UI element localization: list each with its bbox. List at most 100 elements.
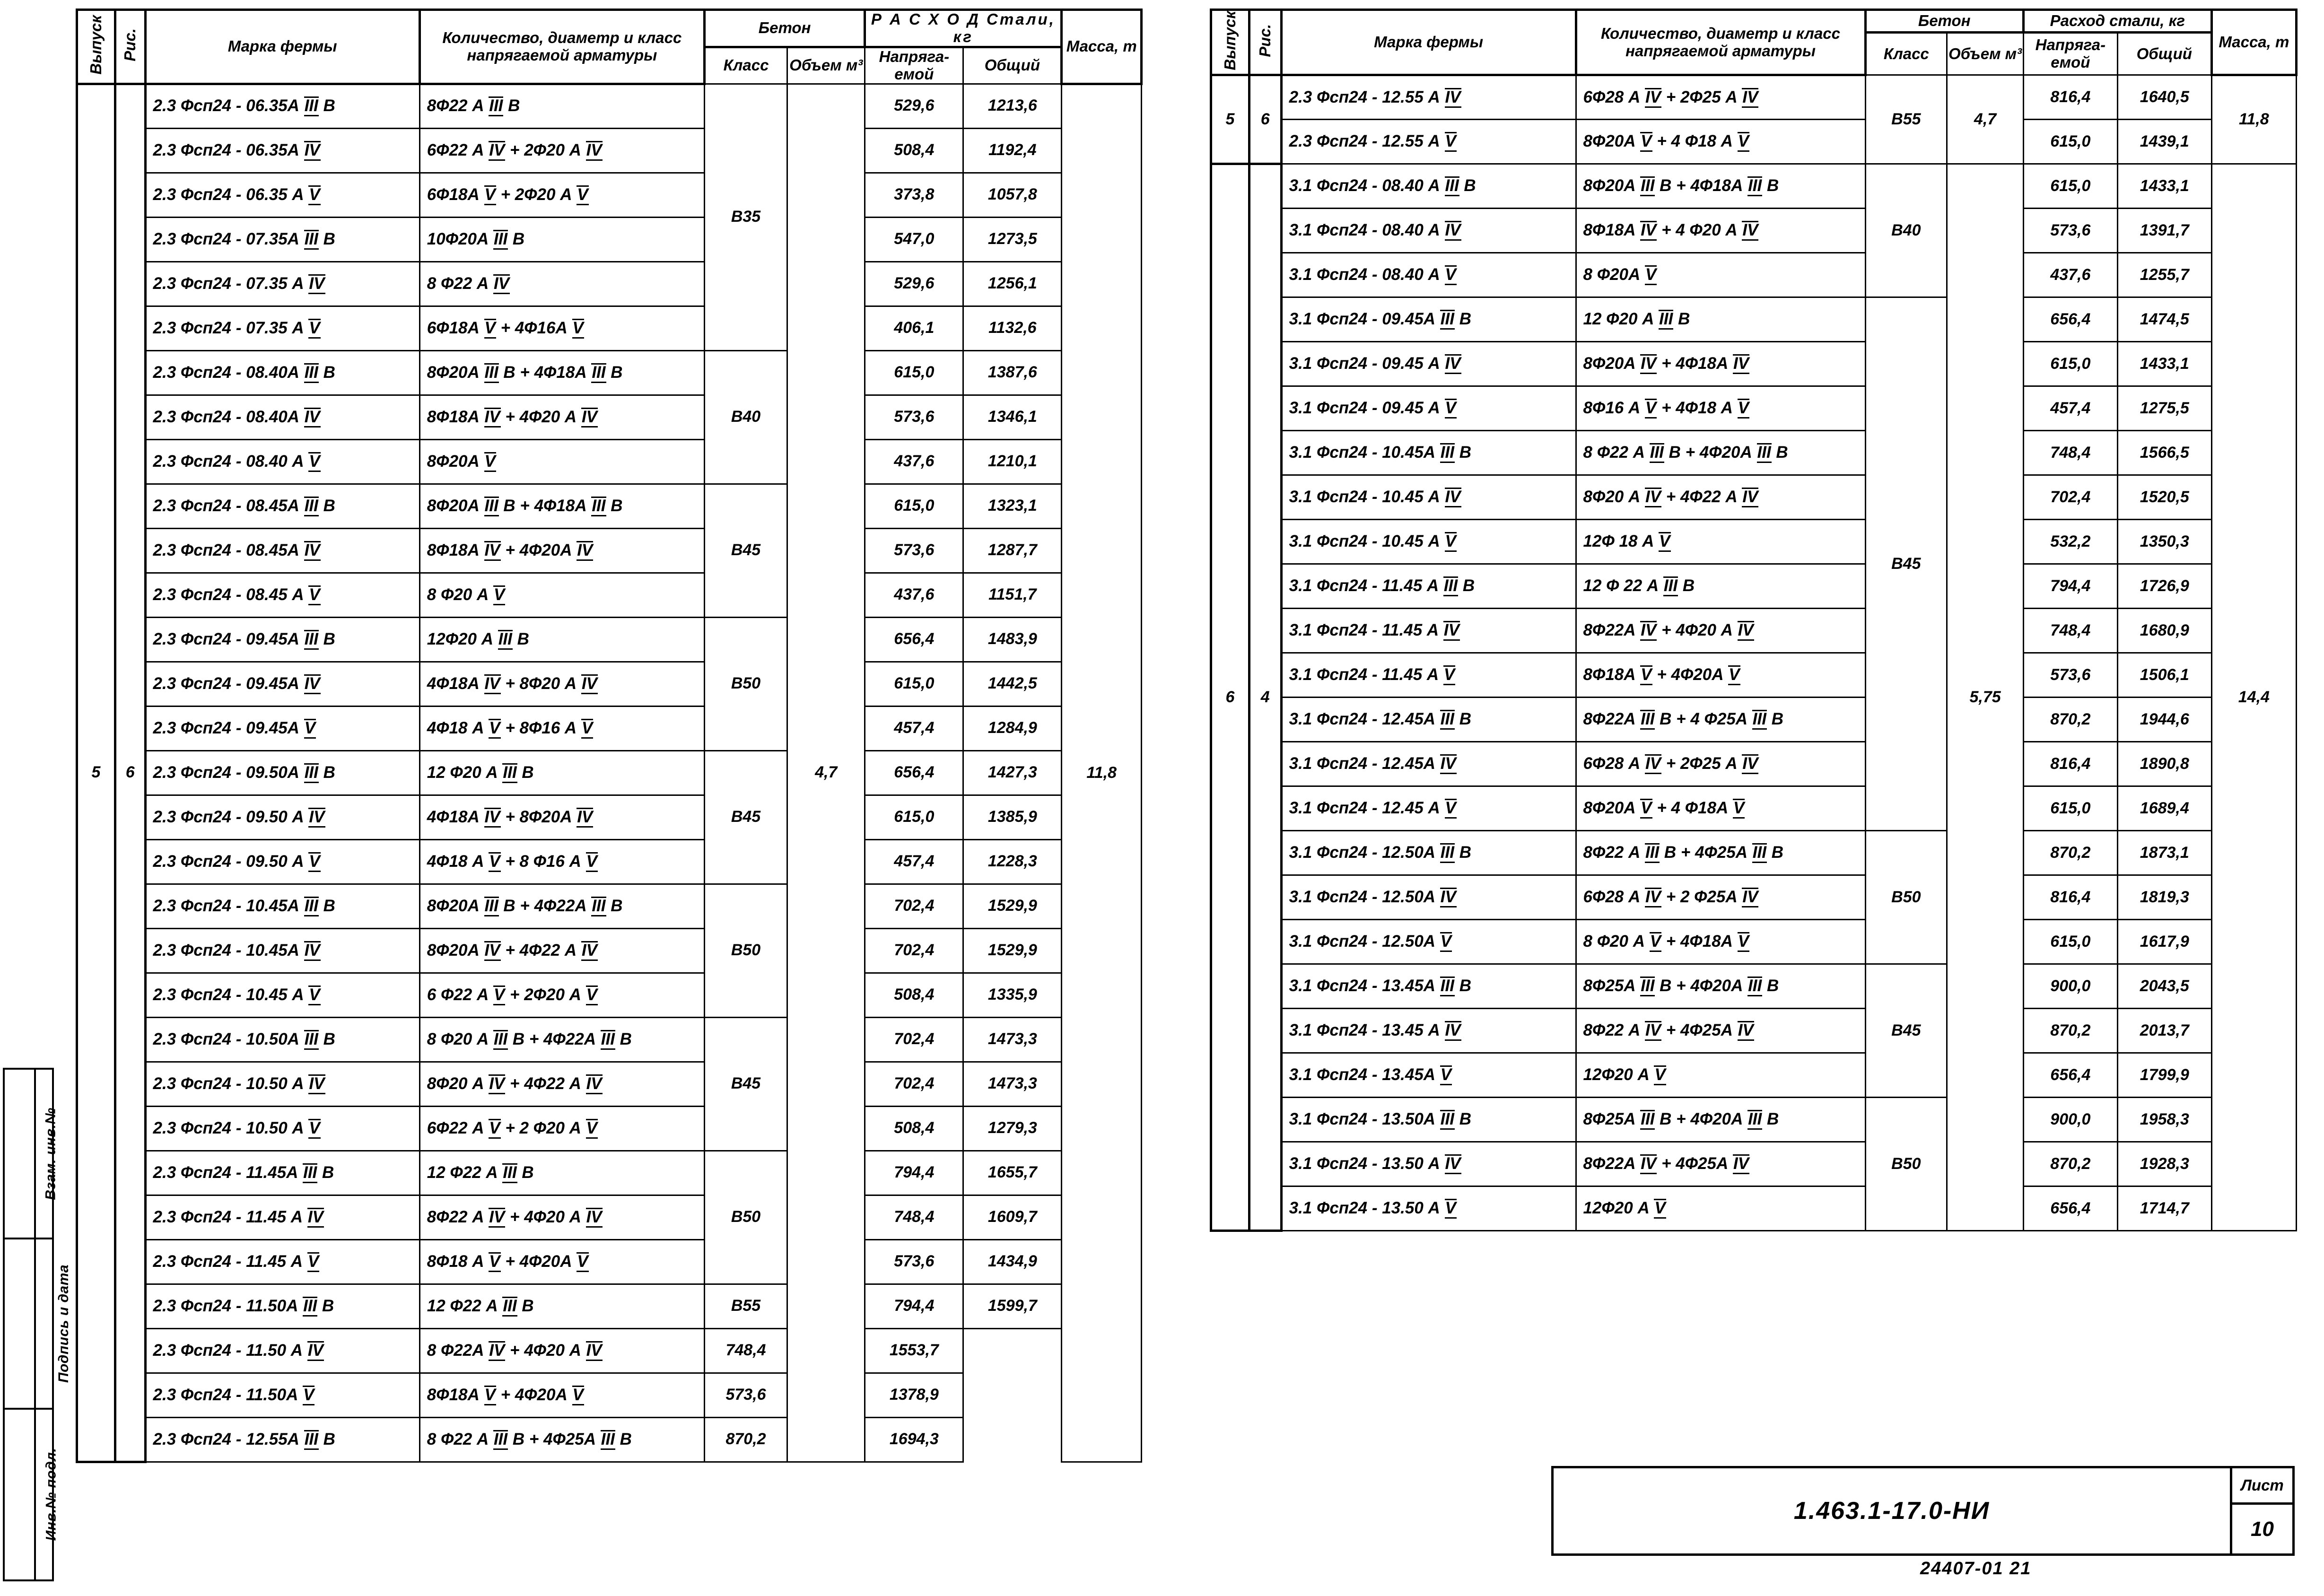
cell-napryagaemoy: 748,4 [2022,430,2118,476]
stamp-divider [34,1239,52,1408]
cell-armatura: 12 Ф22 А III В [419,1283,705,1329]
cell-napryagaemoy: 615,0 [864,483,964,529]
cell-marka-fermy: 2.3 Фсп24 - 11.45 А V [144,1238,420,1285]
cell-marka-fermy: 3.1 Фсп24 - 11.45 А V [1280,652,1577,698]
cell-armatura: 6Ф28 А IV + 2 Ф25А IV [1575,874,1866,921]
th-marka: Марка фермы [144,9,421,85]
cell-armatura: 8Ф20А III В + 4Ф18А III В [1575,163,1866,209]
th-obshiy: Общий [2116,32,2212,76]
cell-beton-klass: В50 [1864,1097,1948,1232]
cell-marka-fermy: 2.3 Фсп24 - 08.40 А V [144,438,420,485]
cell-obshiy: 1279,3 [962,1105,1063,1151]
cell-napryagaemoy: 373,8 [864,172,964,218]
cell-obshiy: 1434,9 [962,1238,1063,1285]
cell-marka-fermy: 3.1 Фсп24 - 12.45А IV [1280,741,1577,787]
cell-marka-fermy: 3.1 Фсп24 - 12.50А V [1280,919,1577,965]
cell-obshiy: 1506,1 [2116,652,2212,698]
cell-napryagaemoy: 573,6 [864,1238,964,1285]
cell-obshiy: 1609,7 [962,1194,1063,1240]
cell-napryagaemoy: 794,4 [864,1283,964,1329]
cell-armatura: 12 Ф22 А III В [419,1150,705,1196]
cell-beton-klass: В40 [703,349,788,485]
cell-obshiy: 1228,3 [962,838,1063,885]
th-marka: Марка фермы [1280,8,1577,77]
cell-armatura: 12Ф20 А III В [419,616,705,663]
cell-marka-fermy: 2.3 Фсп24 - 06.35А IV [144,127,420,174]
cell-obshiy: 2043,5 [2116,963,2212,1010]
cell-marka-fermy: 3.1 Фсп24 - 09.45 А V [1280,385,1577,432]
cell-obshiy: 1655,7 [962,1150,1063,1196]
cell-napryagaemoy: 656,4 [2022,1186,2118,1232]
cell-obshiy: 1210,1 [962,438,1063,485]
th-rashod-stali: Расход стали, кг [2022,8,2213,34]
cell-marka-fermy: 3.1 Фсп24 - 08.40 А V [1280,252,1577,298]
cell-napryagaemoy: 615,0 [2022,785,2118,832]
cell-marka-fermy: 3.1 Фсп24 - 11.45 А III В [1280,563,1577,610]
cell-napryagaemoy: 437,6 [2022,252,2118,298]
cell-obshiy: 1335,9 [962,972,1063,1018]
cell-obshiy: 1799,9 [2116,1052,2212,1099]
cell-armatura: 8 Ф22 А III В + 4Ф25А III В [419,1416,705,1463]
cell-marka-fermy: 2.3 Фсп24 - 09.50 А V [144,838,420,885]
cell-armatura: 8 Ф20 А V [419,572,705,618]
cell-obshiy: 1057,8 [962,172,1063,218]
cell-napryagaemoy: 656,4 [2022,1052,2118,1099]
cell-marka-fermy: 2.3 Фсп24 - 10.50 А IV [144,1061,420,1107]
cell-napryagaemoy: 702,4 [864,1061,964,1107]
cell-napryagaemoy: 615,0 [864,661,964,707]
cell-armatura: 8Ф18А V + 4Ф20А V [1575,652,1866,698]
cell-napryagaemoy: 870,2 [2022,1008,2118,1054]
cell-napryagaemoy: 794,4 [864,1150,964,1196]
cell-obshiy: 1442,5 [962,661,1063,707]
cell-marka-fermy: 2.3 Фсп24 - 07.35 А V [144,305,420,351]
cell-napryagaemoy: 573,6 [864,394,964,440]
cell-napryagaemoy: 702,4 [864,883,964,929]
cell-beton-klass: В45 [1864,297,1948,832]
th-vypusk: Выпуск [75,9,117,85]
cell-obshiy: 1599,7 [962,1283,1063,1329]
cell-obshiy: 1726,9 [2116,563,2212,610]
sheet-box: Лист 10 [2230,1468,2292,1553]
cell-armatura: 4Ф18 А V + 8 Ф16 А V [419,838,705,885]
cell-armatura: 8 Ф20 А III В + 4Ф22А III В [419,1016,705,1063]
cell-marka-fermy: 3.1 Фсп24 - 10.45 А V [1280,519,1577,565]
header-row-2: Класс Объем м³ Напряга- емой Общий [1211,32,2297,76]
cell-obshiy: 1819,3 [2116,874,2212,921]
cell-armatura: 8Ф20А IV + 4Ф18А IV [1575,341,1866,387]
cell-armatura: 8Ф18А IV + 4 Ф20 А IV [1575,208,1866,254]
cell-obshiy: 1890,8 [2116,741,2212,787]
cell-marka-fermy: 2.3 Фсп24 - 10.45А III В [144,883,420,929]
cell-obshiy: 1483,9 [962,616,1063,663]
cell-marka-fermy: 2.3 Фсп24 - 11.50 А IV [144,1327,420,1374]
cell-marka-fermy: 2.3 Фсп24 - 10.50А III В [144,1016,420,1063]
cell-marka-fermy: 3.1 Фсп24 - 12.50А IV [1280,874,1577,921]
cell-napryagaemoy: 615,0 [864,794,964,840]
cell-armatura: 6 Ф22 А V + 2Ф20 А V [419,972,705,1018]
cell-obshiy: 1553,7 [864,1327,964,1374]
cell-obshiy: 1255,7 [2116,252,2212,298]
sheet-label: Лист [2232,1468,2292,1505]
cell-marka-fermy: 2.3 Фсп24 - 12.55 А V [1280,119,1577,165]
cell-napryagaemoy: 870,2 [703,1416,788,1463]
cell-marka-fermy: 2.3 Фсп24 - 06.35 А V [144,172,420,218]
cell-armatura: 8Ф18А IV + 4Ф20 А IV [419,394,705,440]
cell-napryagaemoy: 656,4 [864,750,964,796]
cell-obshiy: 1378,9 [864,1372,964,1418]
cell-napryagaemoy: 816,4 [2022,74,2118,121]
